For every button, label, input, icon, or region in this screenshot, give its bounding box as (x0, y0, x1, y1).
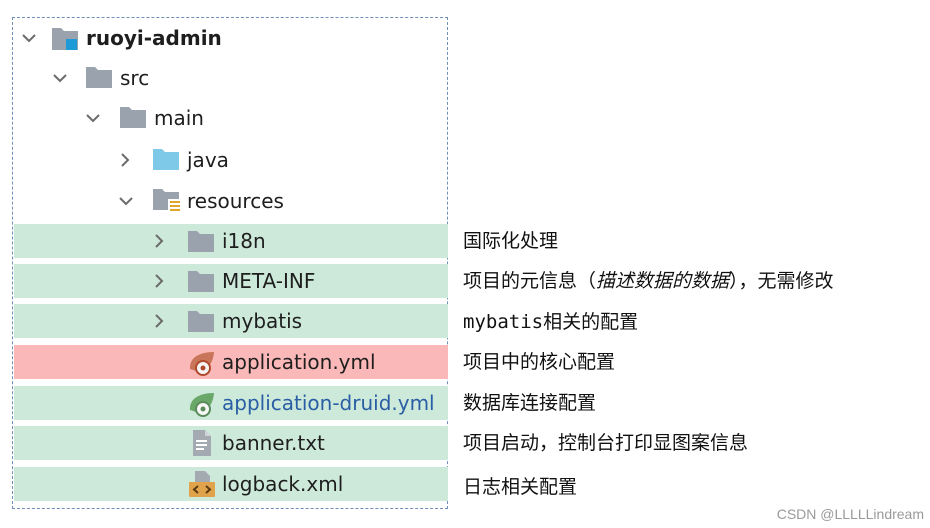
tree-node-src[interactable]: src (14, 61, 448, 95)
tree-node-label: logback.xml (222, 472, 344, 496)
spring-yml-icon (189, 352, 214, 376)
chevron-down-icon[interactable] (119, 194, 133, 208)
tree-node-label: banner.txt (222, 431, 325, 455)
annotation-text: ），无需修改 (729, 270, 834, 292)
chevron-down-icon[interactable] (22, 31, 36, 45)
text-file-icon (193, 430, 211, 456)
tree-node-banner-txt[interactable]: banner.txt (14, 426, 448, 460)
folder-icon (188, 271, 214, 292)
tree-node-label: java (187, 148, 229, 172)
tree-node-label: mybatis (222, 309, 303, 333)
tree-node-main[interactable]: main (14, 101, 448, 135)
chevron-right-icon[interactable] (152, 314, 166, 328)
tree-node-application-yml[interactable]: application.yml (14, 345, 448, 379)
annotation-logback-xml: 日志相关配置 (463, 476, 578, 498)
folder-icon (188, 231, 214, 252)
chevron-down-icon[interactable] (53, 71, 67, 85)
annotation-banner-txt: 项目启动，控制台打印显图案信息 (463, 432, 749, 454)
project-tree-panel (12, 17, 448, 509)
annotation-application-yml: 项目中的核心配置 (463, 351, 616, 373)
chevron-right-icon[interactable] (152, 234, 166, 248)
chevron-down-icon[interactable] (86, 111, 100, 125)
tree-node-application-druid-yml[interactable]: application-druid.yml (14, 386, 448, 420)
tree-node-mybatis[interactable]: mybatis (14, 304, 448, 338)
annotation-application-druid-yml: 数据库连接配置 (463, 392, 597, 414)
annotation-code-text: mybatis (463, 311, 544, 333)
annotation-mybatis: mybatis相关的配置 (463, 305, 638, 339)
tree-node-label: ruoyi-admin (86, 26, 222, 50)
tree-node-resources[interactable]: resources (14, 184, 448, 218)
xml-file-icon (189, 471, 215, 497)
tree-node-ruoyi-admin[interactable]: ruoyi-admin (14, 21, 448, 55)
source-folder-icon (153, 149, 179, 170)
tree-node-label: src (120, 66, 150, 90)
tree-node-java[interactable]: java (14, 143, 448, 177)
tree-node-label: application.yml (222, 350, 376, 374)
annotation-text: 项目的元信息（ (463, 270, 597, 292)
annotation-i18n: 国际化处理 (463, 230, 559, 252)
tree-node-label: application-druid.yml (222, 391, 435, 415)
module-folder-icon (52, 28, 78, 50)
tree-node-label: i18n (222, 229, 266, 253)
chevron-right-icon[interactable] (118, 153, 132, 167)
spring-yml-icon (189, 393, 214, 417)
folder-icon (86, 67, 112, 88)
annotation-text: 相关的配置 (543, 311, 639, 333)
tree-node-logback-xml[interactable]: logback.xml (14, 467, 448, 501)
watermark: CSDN @LLLLLindream (776, 506, 924, 522)
tree-node-label: resources (187, 189, 284, 213)
tree-node-meta-inf[interactable]: META-INF (14, 264, 448, 298)
tree-node-i18n[interactable]: i18n (14, 224, 448, 258)
folder-icon (120, 107, 146, 128)
tree-node-label: META-INF (222, 269, 316, 293)
annotation-italic-text: 描述数据的数据 (596, 270, 730, 292)
annotation-meta-inf: 项目的元信息（描述数据的数据），无需修改 (463, 264, 834, 298)
folder-icon (188, 311, 214, 332)
resources-folder-icon (153, 189, 181, 214)
tree-node-label: main (154, 106, 204, 130)
chevron-right-icon[interactable] (152, 274, 166, 288)
